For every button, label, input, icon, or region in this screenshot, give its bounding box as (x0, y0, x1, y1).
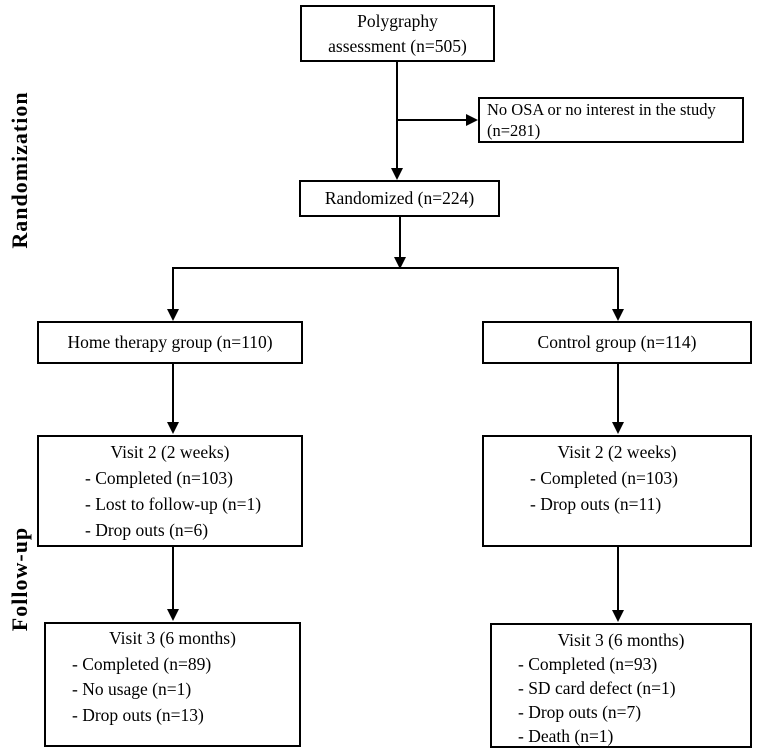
node-list-item: - Completed (n=103) (85, 468, 233, 488)
node-list-item: - Drop outs (n=11) (530, 494, 662, 514)
arrow-visit2-to-visit3-control (612, 547, 624, 622)
arrow-split-to-control-group (612, 267, 624, 321)
node-list-item: - Completed (n=103) (530, 468, 678, 488)
node-title: Visit 2 (2 weeks) (110, 442, 230, 462)
node-visit2-control: Visit 2 (2 weeks) - Completed (n=103) - … (482, 435, 752, 547)
node-text-line: Home therapy group (n=110) (67, 332, 273, 352)
arrow-polygraphy-to-no-osa (397, 114, 478, 126)
node-title: Visit 2 (2 weeks) (557, 442, 677, 462)
node-visit2-home: Visit 2 (2 weeks) - Completed (n=103) - … (37, 435, 303, 547)
node-list-item: - Drop outs (n=13) (72, 704, 204, 725)
node-text-line: Randomized (n=224) (324, 188, 475, 208)
node-home-therapy-group: Home therapy group (n=110) (37, 321, 303, 364)
node-title: Visit 3 (6 months) (109, 628, 236, 648)
arrow-split-to-home-group (167, 267, 179, 321)
node-visit3-control: Visit 3 (6 months) - Completed (n=93) - … (490, 623, 752, 748)
node-text-line: (n=281) (487, 120, 541, 140)
node-list-item: - SD card defect (n=1) (518, 678, 676, 698)
node-text-line: assessment (n=505) (328, 36, 467, 56)
arrow-randomized-to-split (394, 217, 406, 269)
node-randomized: Randomized (n=224) (299, 180, 500, 217)
phase-label-follow-up: Follow-up (7, 526, 32, 632)
node-list-item: - No usage (n=1) (72, 679, 192, 699)
arrow-polygraphy-to-randomized (391, 62, 403, 180)
node-visit3-home: Visit 3 (6 months) - Completed (n=89) - … (44, 622, 301, 747)
node-text-line: Control group (n=114) (537, 332, 697, 352)
phase-label-randomization: Randomization (7, 91, 32, 249)
node-list-item: - Drop outs (n=7) (518, 702, 642, 722)
node-text-line: No OSA or no interest in the study (487, 100, 716, 119)
arrow-control-group-to-visit2 (612, 364, 624, 434)
node-list-item: - Death (n=1) (518, 726, 614, 746)
node-list-item: - Completed (n=93) (518, 654, 658, 674)
arrow-visit2-to-visit3-home (167, 547, 179, 621)
node-title: Visit 3 (6 months) (557, 630, 685, 650)
node-list-item: - Lost to follow-up (n=1) (85, 494, 262, 514)
node-list-item: - Drop outs (n=6) (85, 520, 209, 540)
node-text-line: Polygraphy (357, 11, 438, 31)
arrow-home-group-to-visit2 (167, 364, 179, 434)
node-control-group: Control group (n=114) (482, 321, 752, 364)
node-no-osa-excluded: No OSA or no interest in the study (n=28… (478, 97, 744, 143)
node-polygraphy-assessment: Polygraphy assessment (n=505) (300, 5, 495, 62)
node-list-item: - Completed (n=89) (72, 653, 212, 674)
